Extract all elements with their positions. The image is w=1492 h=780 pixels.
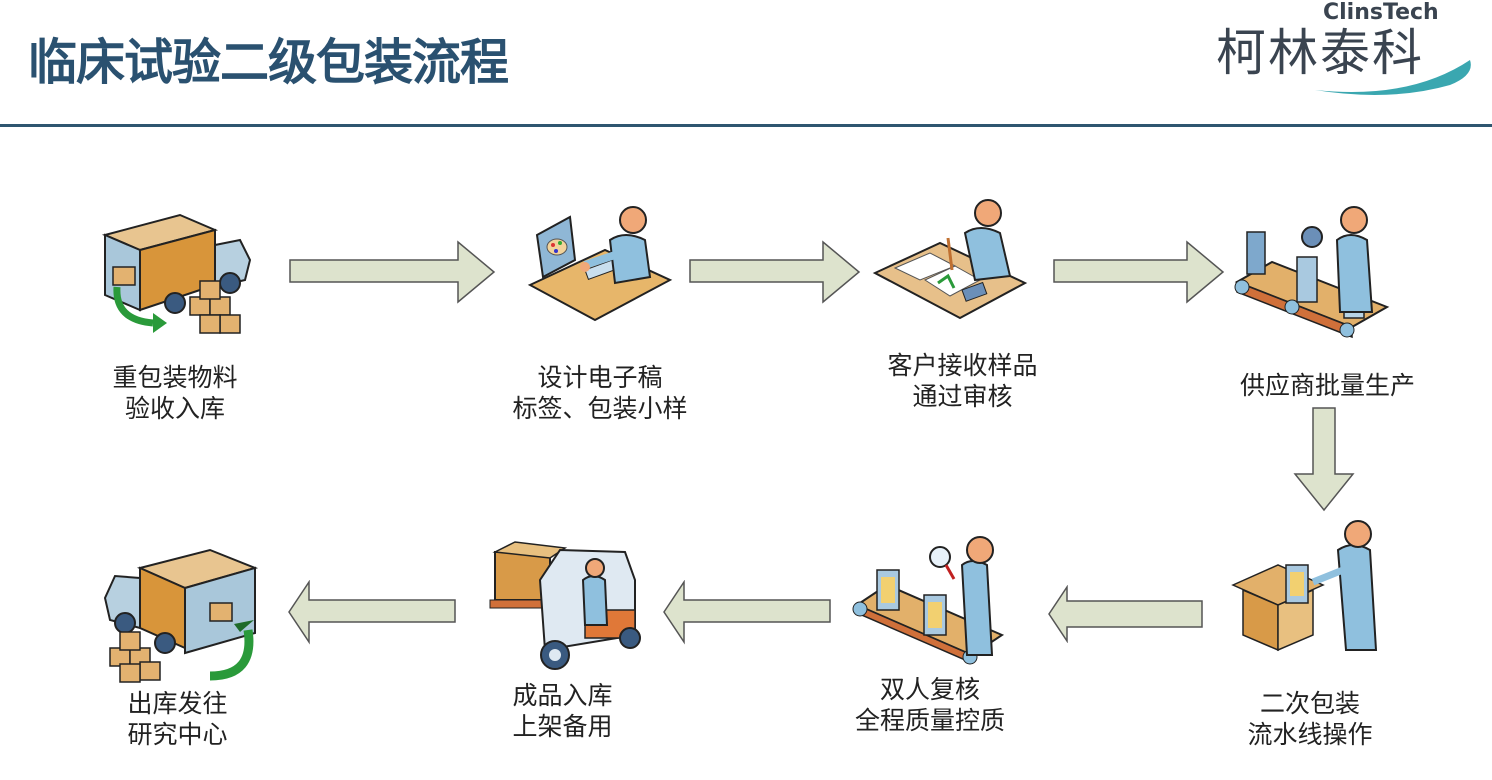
truck-load-icon xyxy=(103,548,259,683)
step-7-label: 成品入库 上架备用 xyxy=(470,680,655,742)
step-8-label: 出库发往 研究中心 xyxy=(85,688,270,750)
step-1-label: 重包装物料 验收入库 xyxy=(80,362,270,424)
step-3-line2: 通过审核 xyxy=(912,382,1013,411)
step-6-line1: 双人复核 xyxy=(879,675,980,704)
forklift-icon xyxy=(489,541,641,670)
designer-computer-icon xyxy=(527,206,673,322)
arrow-left-2-icon xyxy=(663,580,831,645)
arrow-right-3-icon xyxy=(1053,240,1225,304)
logo-text-en: ClinsTech xyxy=(1323,0,1439,25)
arrow-down-icon xyxy=(1293,407,1355,512)
step-4-line1: 供应商批量生产 xyxy=(1239,371,1415,400)
quality-inspection-icon xyxy=(852,536,1005,665)
step-5-line1: 二次包装 xyxy=(1259,689,1360,718)
step-6-line2: 全程质量控质 xyxy=(854,706,1005,735)
arrow-left-1-icon xyxy=(1048,585,1203,643)
step-4-label: 供应商批量生产 xyxy=(1205,370,1450,401)
step-8-line1: 出库发往 xyxy=(127,689,228,718)
page-title: 临床试验二级包装流程 xyxy=(28,34,509,91)
step-2-line1: 设计电子稿 xyxy=(537,363,663,392)
step-3-line1: 客户接收样品 xyxy=(887,351,1038,380)
packing-box-icon xyxy=(1231,520,1378,652)
reviewer-desk-icon xyxy=(872,199,1028,320)
step-8-line2: 研究中心 xyxy=(127,720,228,749)
step-6-label: 双人复核 全程质量控质 xyxy=(830,674,1030,736)
logo-text-cn: 柯林泰科 xyxy=(1216,24,1424,82)
truck-unload-icon xyxy=(101,213,252,334)
logo-swoosh-icon xyxy=(1315,60,1471,95)
step-1-line1: 重包装物料 xyxy=(112,363,238,392)
step-3-label: 客户接收样品 通过审核 xyxy=(855,350,1070,412)
step-5-line2: 流水线操作 xyxy=(1247,720,1373,749)
header-divider xyxy=(0,124,1492,127)
step-7-line2: 上架备用 xyxy=(512,712,613,741)
arrow-right-1-icon xyxy=(289,240,496,304)
arrow-left-3-icon xyxy=(288,580,456,645)
step-1-line2: 验收入库 xyxy=(124,394,225,423)
production-line-icon xyxy=(1234,206,1390,339)
step-7-line1: 成品入库 xyxy=(512,681,613,710)
step-2-line2: 标签、包装小样 xyxy=(512,394,688,423)
step-5-label: 二次包装 流水线操作 xyxy=(1215,688,1405,750)
arrow-right-2-icon xyxy=(689,240,861,304)
step-2-label: 设计电子稿 标签、包装小样 xyxy=(480,362,720,424)
